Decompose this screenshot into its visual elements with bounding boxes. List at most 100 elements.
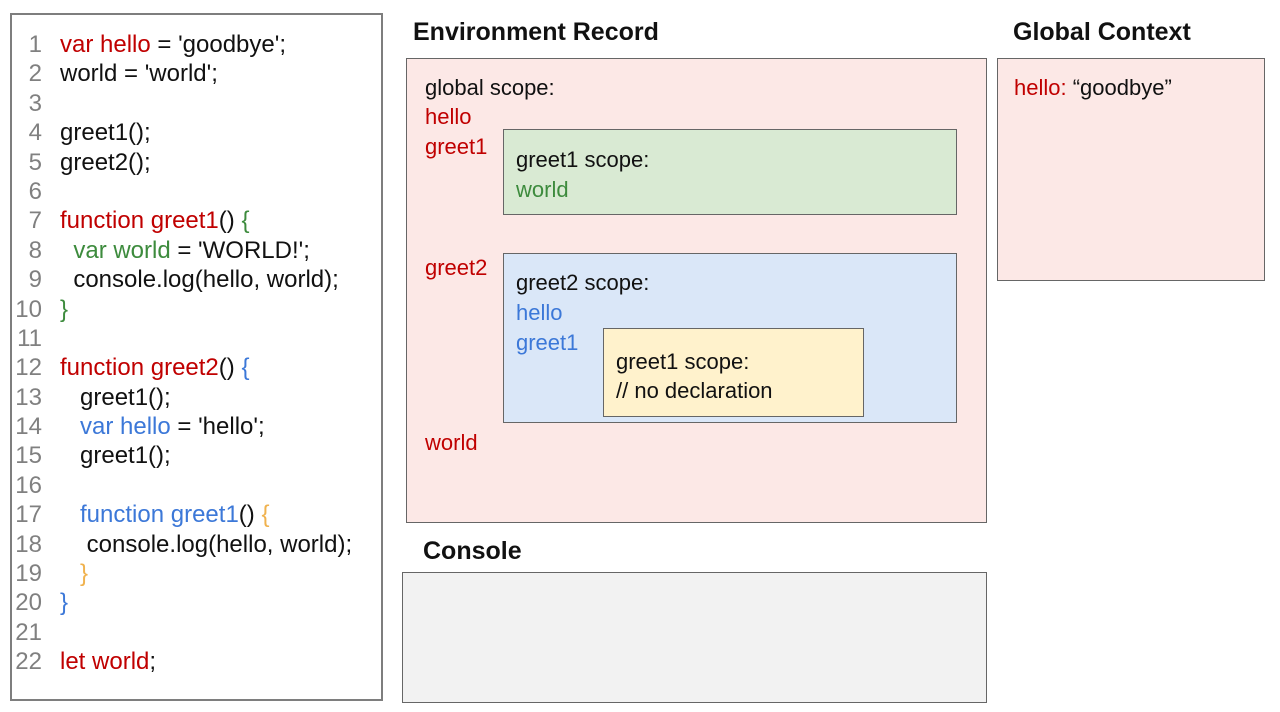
greet1-scope-box: greet1 scope: world (503, 129, 957, 215)
global-scope-label: global scope: (425, 75, 555, 100)
line-number: 11 (17, 324, 42, 352)
greet2-scope-var-greet1: greet1 (516, 330, 579, 355)
code-segment: greet1(); (60, 119, 151, 147)
greet2-scope-label: greet2 scope: (516, 270, 650, 295)
code-line: 20 } (12, 588, 381, 617)
inner-greet1-scope-comment: // no declaration (616, 378, 773, 403)
code-segment (60, 560, 80, 587)
code-text: world = 'world'; (60, 59, 218, 88)
greet1-scope-label: greet1 scope: (516, 147, 650, 172)
code-line: 2 world = 'world'; (12, 59, 381, 88)
code-segment: () (238, 501, 262, 529)
code-line: 22 let world; (12, 647, 381, 676)
global-context-title: Global Context (1013, 18, 1191, 46)
code-segment: { (261, 501, 270, 529)
line-number: 20 (15, 589, 42, 617)
code-line: 13 greet1(); (12, 383, 381, 412)
greet2-scope-box: greet2 scope: hello greet1 greet1 scope:… (503, 253, 957, 423)
code-line: 3 (12, 89, 381, 118)
code-line: 5 greet2(); (12, 148, 381, 177)
line-number: 7 (28, 207, 42, 235)
line-number: 14 (15, 413, 42, 441)
code-segment: greet2(); (60, 148, 151, 176)
code-line: 7 function greet1() { (12, 206, 381, 235)
code-segment: function greet1 (80, 501, 239, 529)
line-number: 10 (15, 295, 42, 323)
line-number: 5 (28, 148, 42, 176)
code-text: } (60, 588, 68, 617)
code-line: 17 function greet1() { (12, 500, 381, 529)
code-line: 8 var world = 'WORLD!'; (12, 236, 381, 265)
code-text: function greet2() { (60, 353, 249, 382)
code-text: } (60, 295, 68, 324)
greet2-scope-var-hello: hello (516, 300, 563, 325)
code-segment: world = 'world'; (60, 60, 218, 88)
code-segment: } (80, 560, 89, 588)
code-segment: () (218, 207, 242, 235)
line-number: 19 (15, 560, 42, 588)
env-var-greet1: greet1 (425, 134, 488, 159)
code-segment: ; (149, 648, 157, 676)
code-segment (60, 413, 80, 440)
code-text: let world; (60, 647, 156, 676)
line-number: 22 (15, 648, 42, 676)
code-text: console.log(hello, world); (60, 530, 352, 559)
code-line: 16 (12, 471, 381, 500)
env-var-greet2: greet2 (425, 255, 488, 280)
line-number: 21 (15, 618, 42, 646)
console-output-box (402, 572, 987, 703)
code-text: var hello = 'goodbye'; (60, 30, 286, 59)
code-line: 15 greet1(); (12, 441, 381, 470)
line-number: 13 (15, 383, 42, 411)
code-segment: console.log(hello, world); (60, 530, 353, 558)
code-segment: } (60, 589, 69, 617)
line-number: 12 (15, 354, 42, 382)
code-text: greet1(); (60, 118, 151, 147)
line-number: 17 (15, 501, 42, 529)
line-number: 1 (28, 31, 42, 58)
code-segment: let world (60, 648, 150, 676)
line-number: 3 (28, 89, 42, 117)
code-segment: () (218, 354, 242, 382)
greet1-scope-var-world: world (516, 177, 569, 202)
code-segment: { (241, 207, 250, 235)
line-number: 16 (15, 471, 42, 499)
code-segment: var world (73, 236, 171, 264)
code-segment: function greet1 (60, 207, 219, 235)
code-text: function greet1() { (60, 500, 269, 529)
code-line: 4 greet1(); (12, 118, 381, 147)
inner-greet1-scope-box: greet1 scope: // no declaration (603, 328, 864, 417)
code-line: 10 } (12, 295, 381, 324)
env-var-hello: hello (425, 104, 472, 129)
code-segment (60, 501, 80, 528)
inner-greet1-scope-label: greet1 scope: (616, 349, 750, 374)
line-number: 2 (28, 60, 42, 88)
code-segment: = 'hello'; (170, 413, 265, 441)
code-line: 14 var hello = 'hello'; (12, 412, 381, 441)
code-segment: greet1(); (60, 442, 171, 470)
line-number: 15 (15, 442, 42, 470)
code-text: greet1(); (60, 441, 171, 470)
code-text: var world = 'WORLD!'; (60, 236, 310, 265)
console-title: Console (423, 537, 522, 565)
code-line: 21 (12, 618, 381, 647)
code-text: var hello = 'hello'; (60, 412, 265, 441)
code-text: } (60, 559, 88, 588)
global-context-box: hello: “goodbye” (997, 58, 1265, 281)
code-segment: var hello (80, 413, 171, 441)
code-segment: = 'goodbye'; (150, 31, 286, 58)
global-context-entry-key: hello: (1014, 75, 1067, 100)
code-text: greet2(); (60, 148, 151, 177)
line-number: 9 (28, 266, 42, 294)
line-number: 8 (28, 236, 42, 264)
code-line: 12 function greet2() { (12, 353, 381, 382)
code-line: 18 console.log(hello, world); (12, 530, 381, 559)
code-segment: } (60, 295, 69, 323)
code-segment: function greet2 (60, 354, 219, 382)
code-segment: greet1(); (60, 383, 171, 411)
code-text: greet1(); (60, 383, 171, 412)
code-text: console.log(hello, world); (60, 265, 338, 294)
line-number: 4 (28, 119, 42, 147)
code-segment (60, 237, 73, 264)
